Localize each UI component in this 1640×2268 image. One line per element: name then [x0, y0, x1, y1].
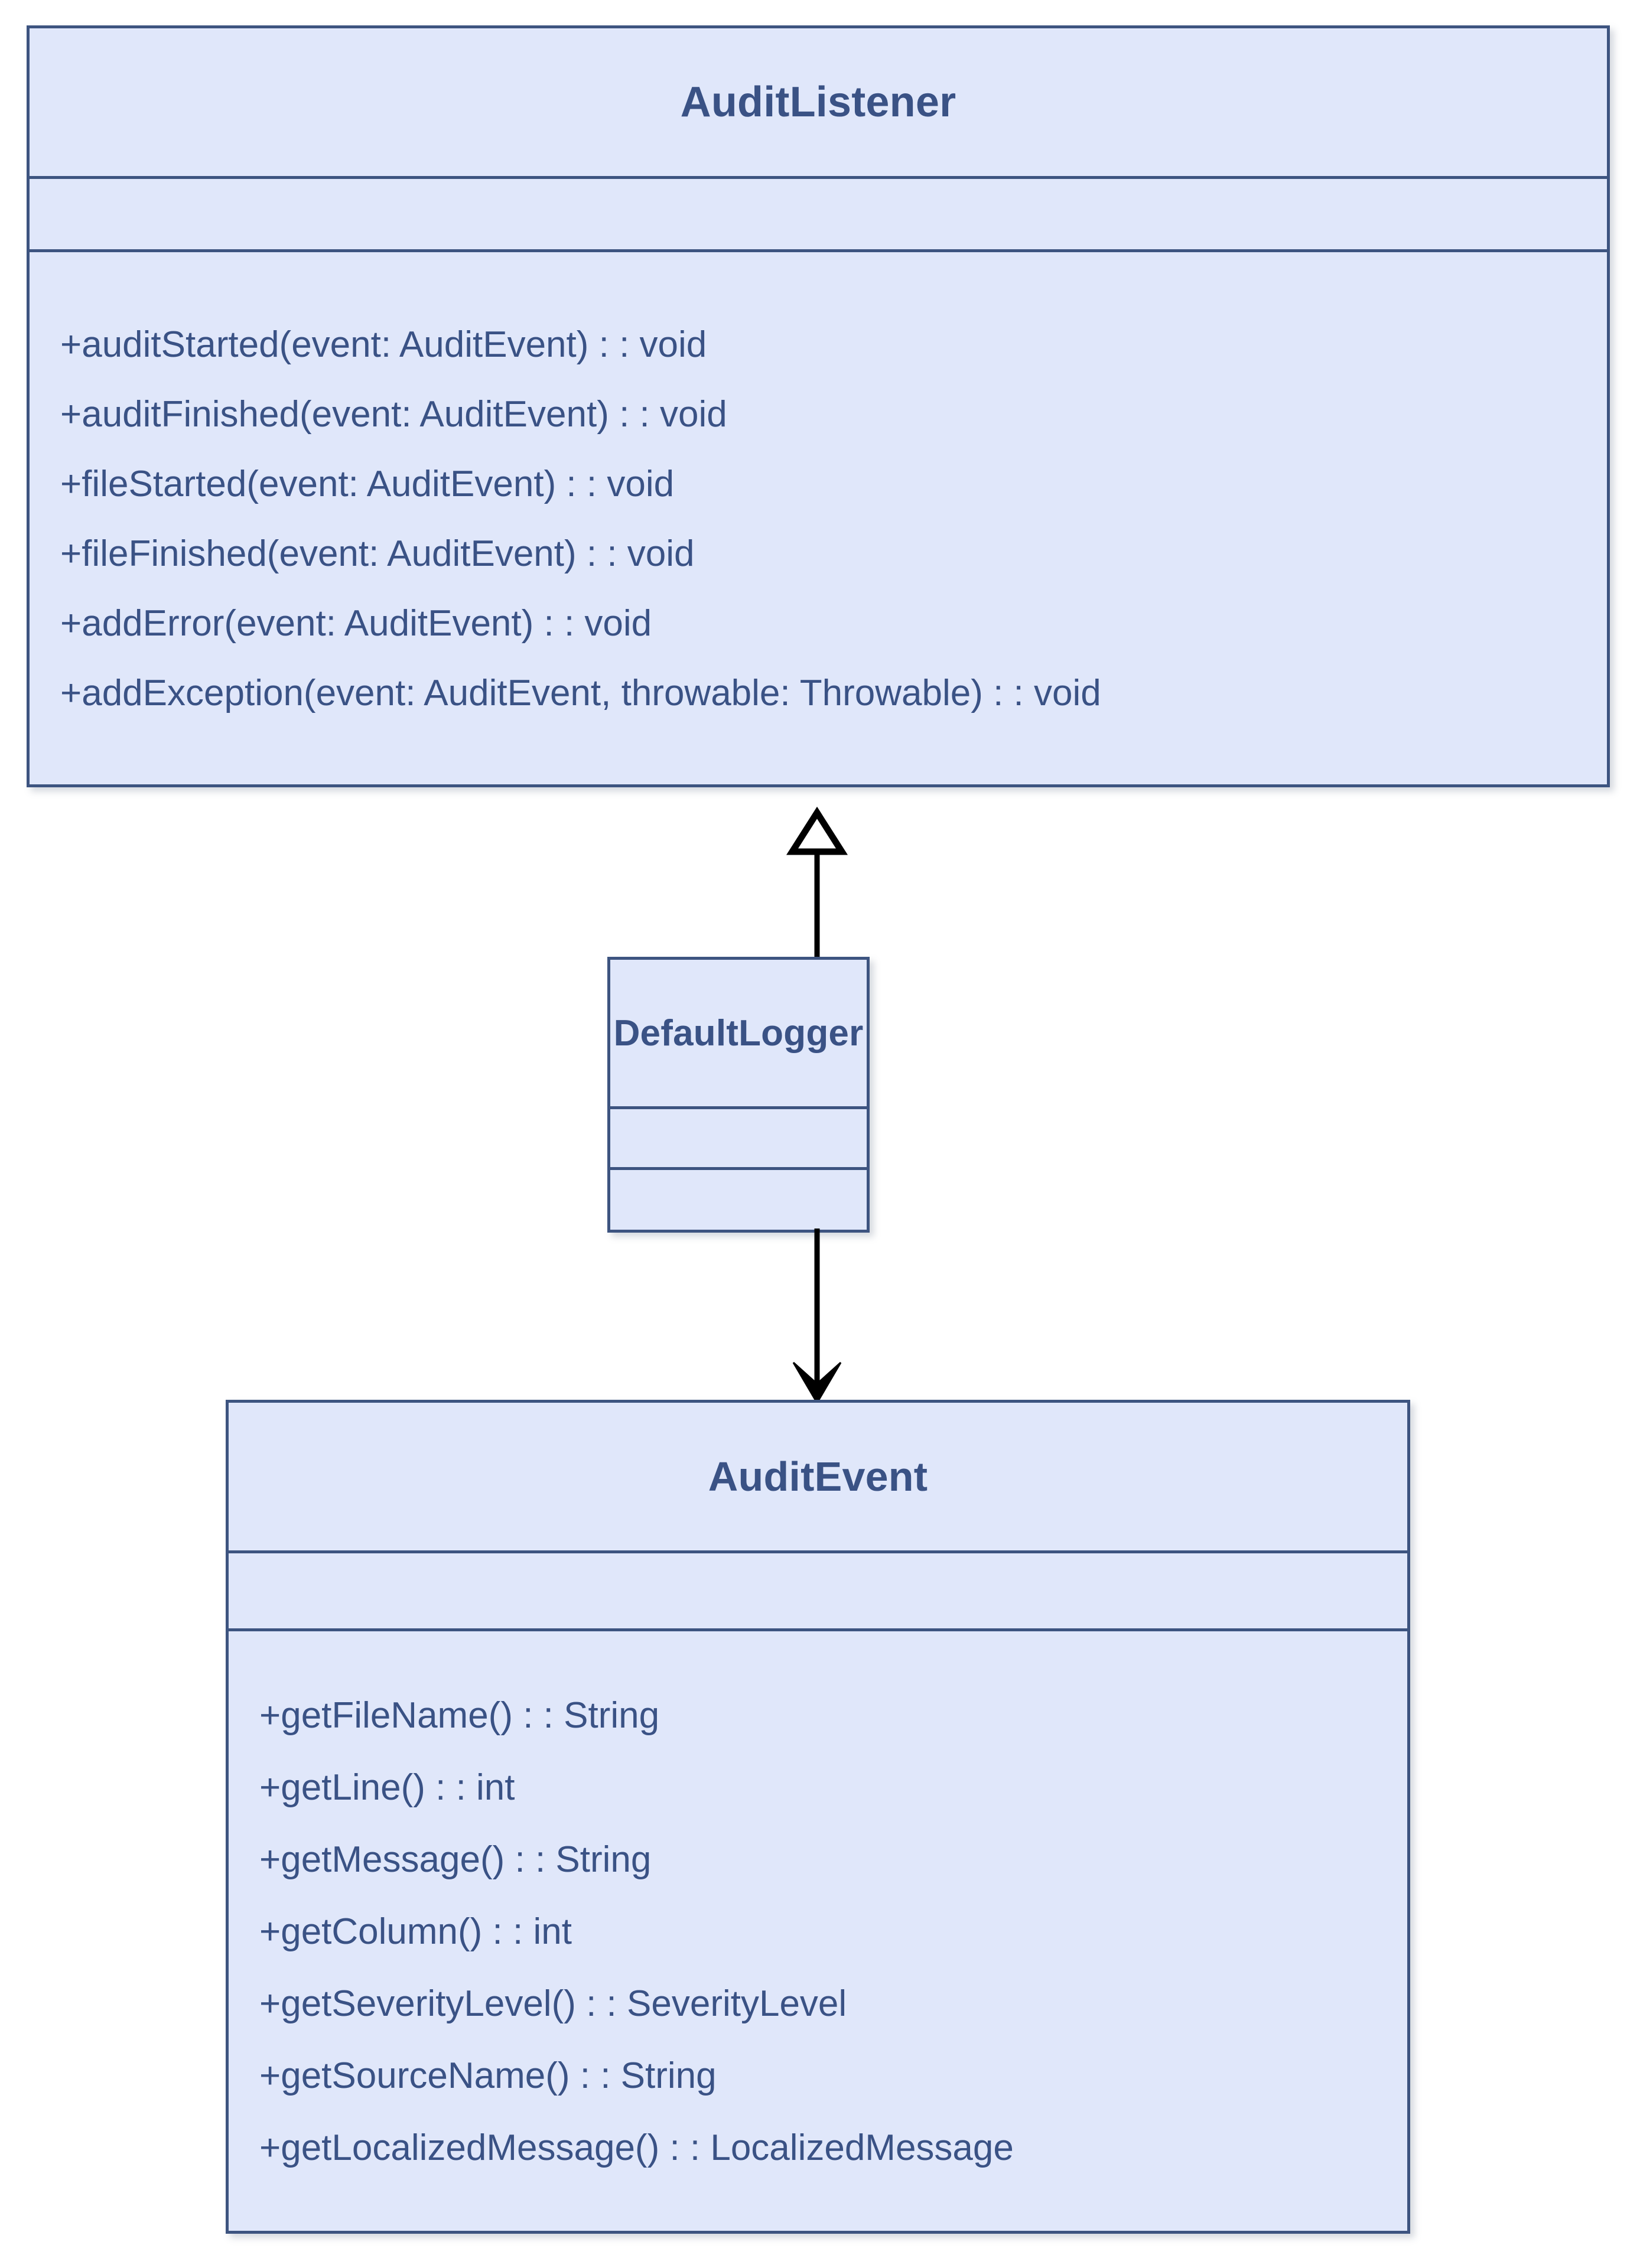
- class-operation: +getFileName() : : String: [259, 1695, 660, 1736]
- class-title-audit-event: AuditEvent: [229, 1403, 1407, 1553]
- uml-class-default-logger[interactable]: DefaultLogger: [607, 957, 870, 1233]
- class-operations-audit-listener: +auditStarted(event: AuditEvent) : : voi…: [30, 252, 1607, 784]
- generalization-arrow-to-audit-listener[interactable]: [779, 786, 855, 963]
- class-operations-audit-event: +getFileName() : : String +getLine() : :…: [229, 1631, 1407, 2231]
- class-operation: +getLocalizedMessage() : : LocalizedMess…: [259, 2127, 1014, 2168]
- class-operations-default-logger: [610, 1170, 867, 1230]
- class-operation: +getLine() : : int: [259, 1767, 515, 1808]
- class-operation: +addException(event: AuditEvent, throwab…: [60, 672, 1101, 713]
- class-operation: +auditStarted(event: AuditEvent) : : voi…: [60, 324, 707, 365]
- class-operation: +getColumn() : : int: [259, 1911, 572, 1952]
- association-arrow-to-audit-event[interactable]: [779, 1226, 855, 1409]
- class-title-audit-listener: AuditListener: [30, 28, 1607, 179]
- class-operation: +getSourceName() : : String: [259, 2055, 717, 2096]
- class-operation: +fileFinished(event: AuditEvent) : : voi…: [60, 533, 695, 574]
- class-operation: +auditFinished(event: AuditEvent) : : vo…: [60, 393, 727, 435]
- class-attributes-default-logger: [610, 1109, 867, 1170]
- uml-class-audit-event[interactable]: AuditEvent +getFileName() : : String +ge…: [226, 1400, 1410, 2234]
- class-operation: +getMessage() : : String: [259, 1839, 652, 1880]
- class-operation: +getSeverityLevel() : : SeverityLevel: [259, 1983, 847, 2024]
- class-operation: +fileStarted(event: AuditEvent) : : void: [60, 463, 675, 504]
- class-attributes-audit-event: [229, 1553, 1407, 1631]
- class-attributes-audit-listener: [30, 179, 1607, 252]
- class-title-default-logger: DefaultLogger: [610, 960, 867, 1109]
- uml-class-audit-listener[interactable]: AuditListener +auditStarted(event: Audit…: [27, 25, 1610, 787]
- class-operation: +addError(event: AuditEvent) : : void: [60, 602, 652, 644]
